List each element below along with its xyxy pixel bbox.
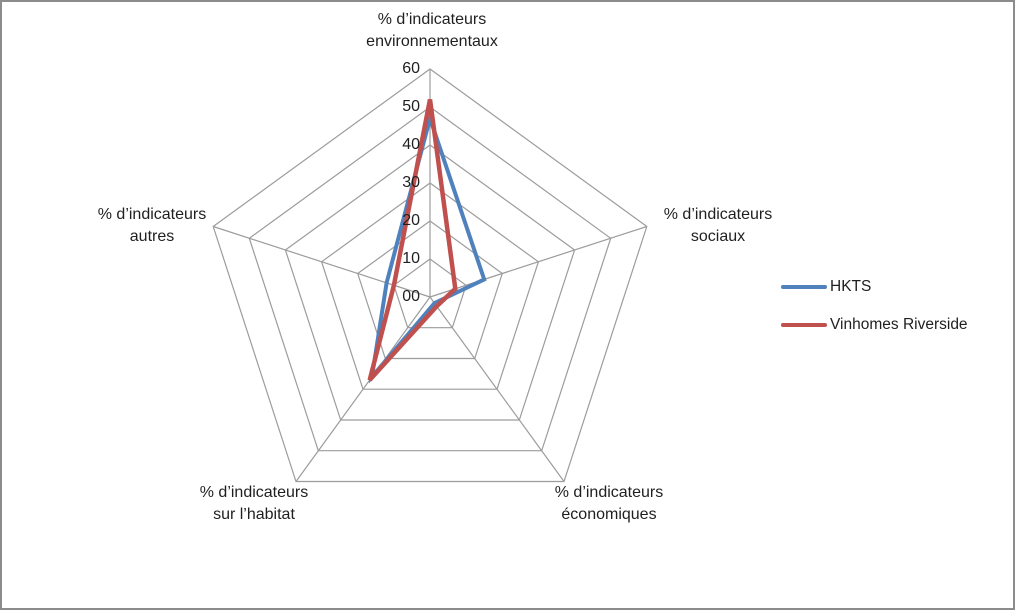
axis-label-line: autres (129, 228, 175, 245)
legend-label-hkts: HKTS (830, 278, 872, 295)
axis-label-sociaux: % d’indicateurs sociaux (618, 204, 818, 248)
axis-label-autres: % d’indicateurs autres (52, 204, 252, 248)
axis-label-habitat: % d’indicateurs sur l’habitat (154, 482, 354, 526)
axis-label-line: économiques (561, 506, 657, 523)
axis-label-line: environnementaux (366, 33, 498, 50)
axis-label-environnementaux: % d’indicateurs environnementaux (322, 9, 542, 53)
axis-label-line: % d’indicateurs (663, 206, 773, 223)
tick-label-20: 20 (402, 212, 420, 229)
series-polygon-vinhomes-riverside (367, 98, 458, 382)
grid-ring-10 (393, 258, 467, 329)
axis-line-economiques (429, 296, 565, 482)
axis-line-sociaux (429, 225, 647, 298)
grid-ring-50 (248, 106, 612, 452)
tick-label-60: 60 (402, 60, 420, 77)
axis-label-line: % d’indicateurs (377, 11, 487, 28)
tick-label-10: 10 (402, 250, 420, 267)
legend-line-swatch-vinhomes-riverside (781, 323, 827, 327)
tick-label-40: 40 (402, 136, 420, 153)
axis-label-line: % d’indicateurs (554, 484, 664, 501)
axis-label-line: sociaux (690, 228, 746, 245)
grid-ring-40 (284, 144, 576, 421)
legend: HKTS Vinhomes Riverside (781, 275, 968, 351)
legend-item-vinhomes-riverside: Vinhomes Riverside (781, 313, 968, 337)
axis-label-line: % d’indicateurs (97, 206, 207, 223)
axis-label-economiques: % d’indicateurs économiques (509, 482, 709, 526)
legend-item-hkts: HKTS (781, 275, 968, 299)
tick-label-30: 30 (402, 174, 420, 191)
grid-ring-60 (212, 68, 648, 483)
legend-line-swatch-hkts (781, 285, 827, 289)
axis-label-line: % d’indicateurs (199, 484, 309, 501)
tick-label-50: 50 (402, 98, 420, 115)
grid-ring-30 (320, 182, 540, 390)
axis-label-line: sur l’habitat (213, 506, 295, 523)
tick-label-00: 00 (402, 288, 420, 305)
grid-ring-20 (356, 220, 504, 360)
legend-label-vinhomes-riverside: Vinhomes Riverside (830, 316, 968, 333)
axis-line-habitat (295, 296, 431, 482)
